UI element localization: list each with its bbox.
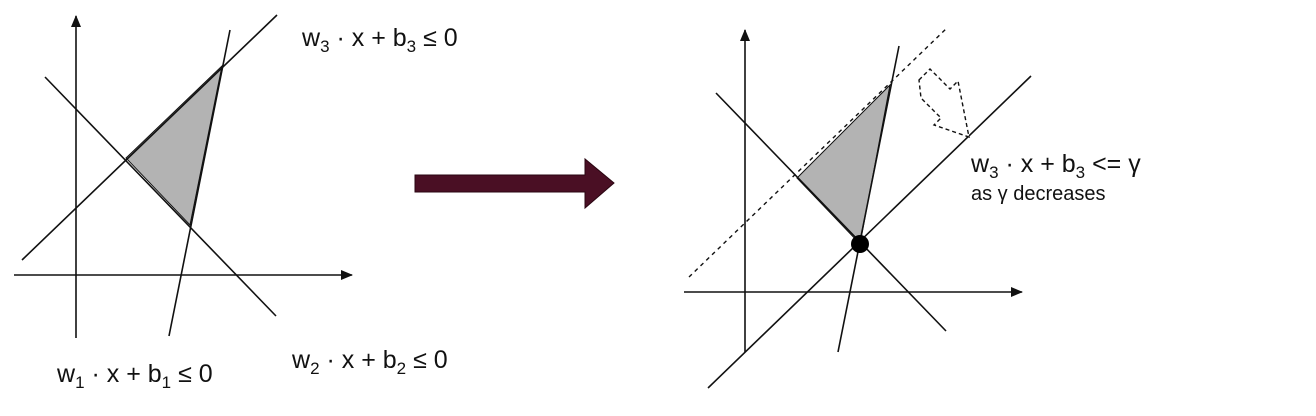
left-panel: w3 · x + b3 ≤ 0 w1 · x + b1 ≤ 0 w2 · x +… [14, 14, 458, 392]
objective-line-shifted [707, 75, 1032, 389]
constraint-label-1: w1 · x + b1 ≤ 0 [56, 360, 213, 392]
shift-direction-arrow [918, 68, 970, 139]
right-panel: w3 · x + b3 <= γ as γ decreases [684, 26, 1141, 389]
constraint-line-3-right [837, 45, 900, 353]
objective-note: as γ decreases [971, 183, 1106, 205]
objective-label: w3 · x + b3 <= γ [970, 150, 1141, 182]
constraint-label-3: w3 · x + b3 ≤ 0 [301, 24, 458, 56]
constraint-line-3 [168, 29, 231, 337]
constraint-line-2 [44, 76, 277, 317]
constraint-line-1 [21, 14, 278, 261]
feasible-region-left [125, 64, 223, 227]
transition-arrow [414, 157, 615, 210]
objective-line-original [688, 26, 949, 278]
constraint-label-2: w2 · x + b2 ≤ 0 [291, 346, 448, 378]
constraint-line-2-right [715, 92, 947, 332]
optimal-point [851, 235, 869, 253]
